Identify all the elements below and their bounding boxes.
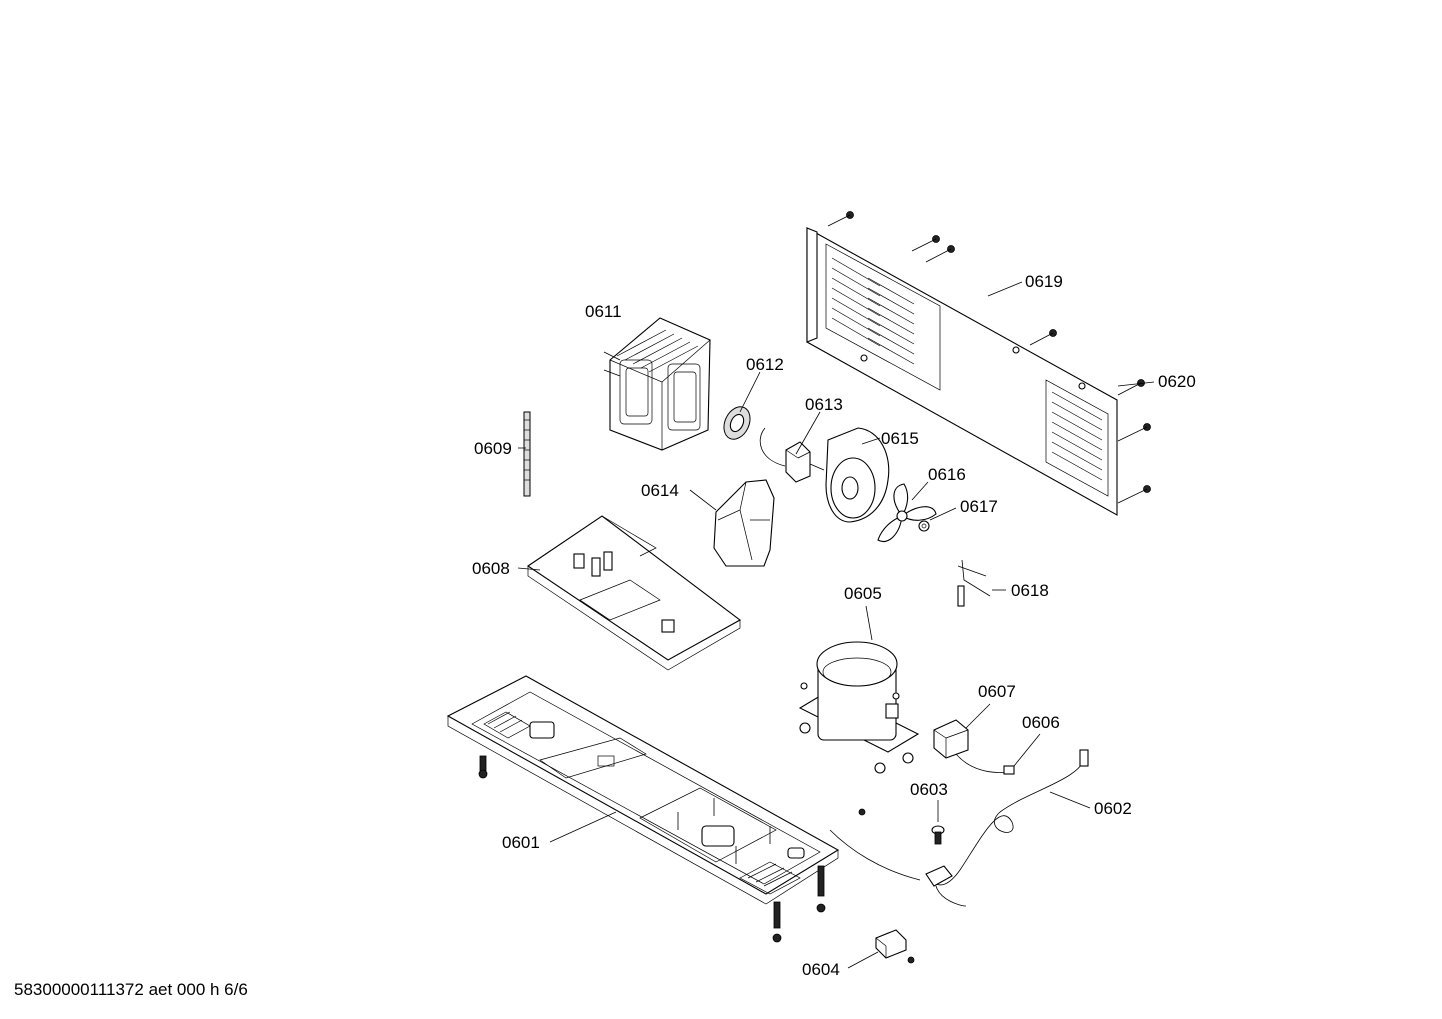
air-duct — [713, 479, 775, 567]
label-0607: 0607 — [978, 682, 1016, 701]
condenser-coil — [603, 317, 711, 451]
label-0608: 0608 — [472, 559, 510, 578]
label-0606: 0606 — [1022, 713, 1060, 732]
label-0620: 0620 — [1158, 372, 1196, 391]
drain-pipe — [523, 411, 531, 497]
label-0603: 0603 — [910, 780, 948, 799]
leader-lines — [517, 281, 1155, 969]
relay-lead — [955, 753, 1015, 775]
power-cord — [829, 749, 1089, 907]
label-0614: 0614 — [641, 481, 679, 500]
label-0611: 0611 — [585, 302, 622, 321]
label-0616: 0616 — [928, 465, 966, 484]
label-0613: 0613 — [805, 395, 843, 414]
label-0604: 0604 — [802, 960, 840, 979]
label-0612: 0612 — [746, 355, 784, 374]
base-feet — [478, 755, 866, 943]
label-0601: 0601 — [502, 833, 540, 852]
label-0615: 0615 — [881, 429, 919, 448]
fan-shroud — [825, 427, 890, 523]
compressor — [798, 641, 920, 774]
label-0609: 0609 — [474, 439, 512, 458]
terminal-box — [875, 929, 915, 964]
drip-tray — [527, 515, 742, 671]
temperature-sensor — [957, 559, 991, 607]
cord-clamp-screw — [931, 825, 945, 845]
part-labels: 0601 0602 0603 0604 0605 0606 0607 0608 … — [472, 272, 1196, 979]
document-id-footer: 58300000111372 aet 000 h 6/6 — [14, 980, 248, 999]
fan-nut — [918, 520, 930, 532]
label-0619: 0619 — [1025, 272, 1063, 291]
fan-motor — [759, 427, 825, 483]
panel-screws — [827, 211, 1151, 504]
relay — [933, 719, 969, 759]
label-0602: 0602 — [1094, 799, 1132, 818]
back-cover-panel — [806, 227, 1118, 516]
label-0617: 0617 — [960, 497, 998, 516]
label-0605: 0605 — [844, 584, 882, 603]
base-plate — [446, 675, 840, 905]
grommet — [723, 406, 751, 440]
label-0618: 0618 — [1011, 581, 1049, 600]
fan-blade — [877, 483, 937, 542]
